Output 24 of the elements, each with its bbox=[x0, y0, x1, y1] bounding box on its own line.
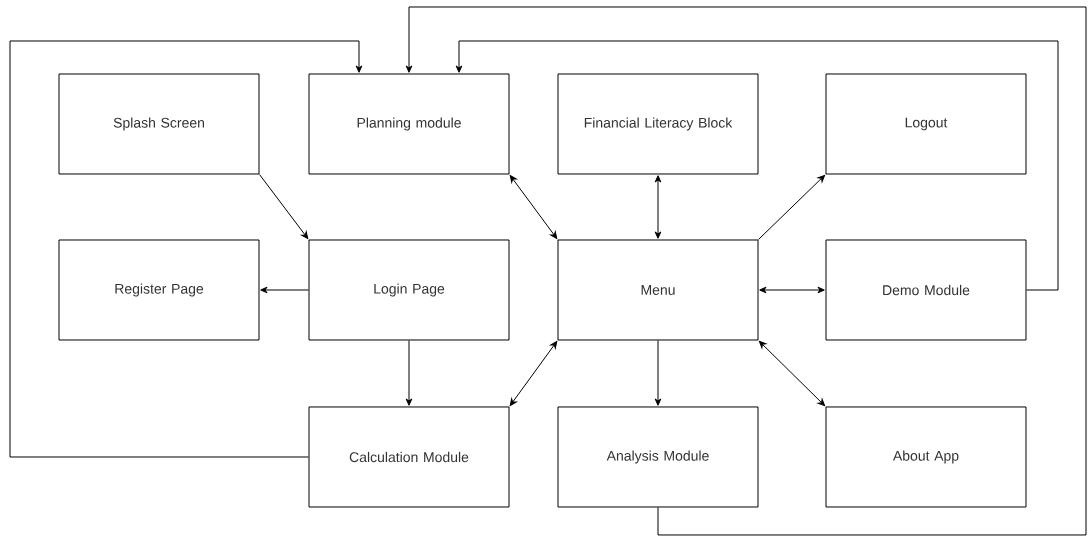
process-box: Splash Screen bbox=[58, 73, 260, 175]
process-box: Logout bbox=[825, 73, 1027, 175]
process-box: Register Page bbox=[58, 239, 260, 341]
arrow bbox=[259, 174, 309, 239]
arrow bbox=[654, 340, 662, 406]
process-box: Planning module bbox=[308, 73, 510, 175]
arrow bbox=[509, 341, 558, 406]
arrow bbox=[758, 340, 826, 407]
process-box: Menu bbox=[557, 239, 759, 341]
arrow bbox=[405, 340, 413, 406]
arrow bbox=[759, 286, 825, 294]
process-box: Login Page bbox=[308, 239, 510, 341]
arrow bbox=[654, 175, 662, 239]
arrow bbox=[405, 6, 1087, 536]
process-box: Demo Module bbox=[825, 239, 1027, 341]
arrow bbox=[509, 175, 558, 239]
arrow bbox=[9, 40, 363, 458]
process-box: Analysis Module bbox=[557, 406, 759, 508]
arrow bbox=[260, 286, 309, 294]
process-box: Financial Literacy Block bbox=[557, 73, 759, 175]
process-box: Calculation Module bbox=[308, 406, 510, 508]
arrow bbox=[455, 40, 1059, 291]
arrow bbox=[758, 174, 826, 240]
process-box: About App bbox=[825, 406, 1027, 508]
